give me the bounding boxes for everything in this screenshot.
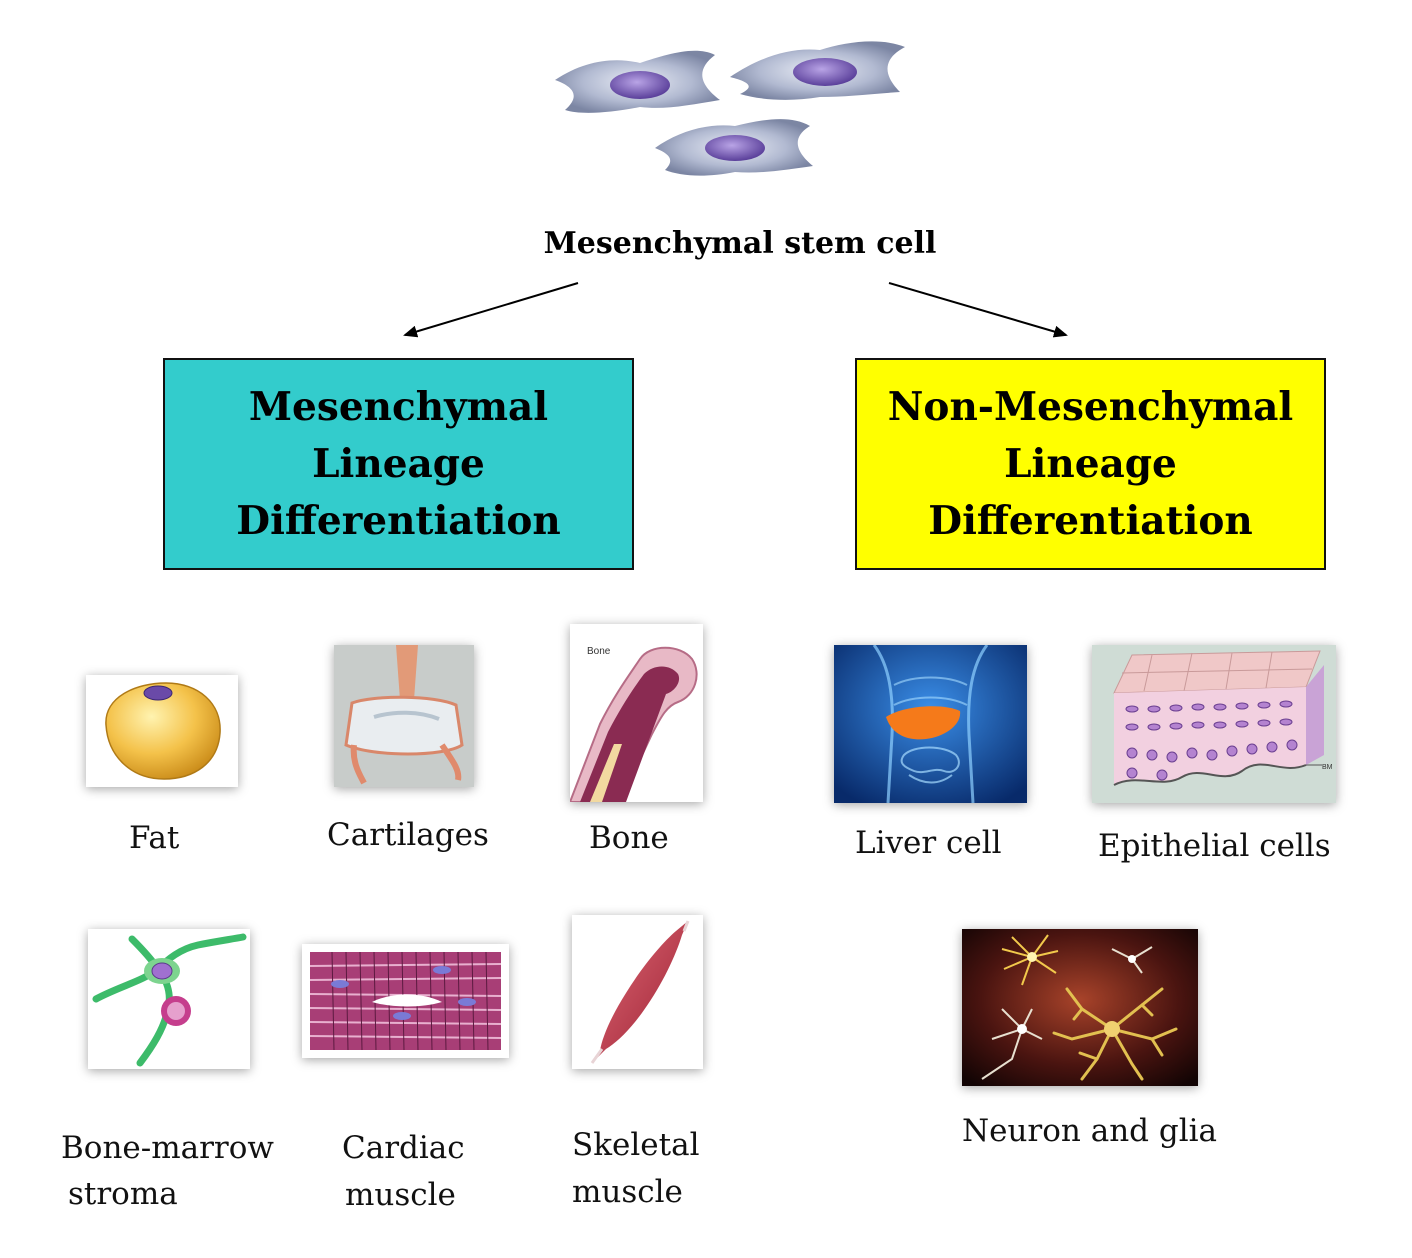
root-label: Mesenchymal stem cell bbox=[543, 226, 937, 261]
stem-cell-1 bbox=[555, 50, 720, 113]
cell-label-bone-marrow-stroma-line2: stroma bbox=[68, 1176, 178, 1212]
cell-label-cardiac-muscle-line2: muscle bbox=[345, 1177, 456, 1213]
cell-label-epithelial: Epithelial cells bbox=[1098, 828, 1331, 864]
cell-label-neuron-glia: Neuron and glia bbox=[962, 1113, 1218, 1149]
cell-label-cartilages: Cartilages bbox=[327, 817, 489, 853]
cell-label-cardiac-muscle-line1: Cardiac bbox=[342, 1130, 465, 1166]
cell-label-liver: Liver cell bbox=[855, 825, 1002, 861]
arrow-to-mesenchymal bbox=[403, 282, 579, 338]
cell-label-bone: Bone bbox=[589, 820, 669, 856]
stem-cell-3 bbox=[655, 119, 813, 176]
stem-cell-2 bbox=[730, 41, 905, 100]
box-title-line: Non-Mesenchymal bbox=[887, 383, 1294, 430]
box-title-line: Differentiation bbox=[236, 497, 561, 544]
non-mesenchymal-lineage-box: Non-Mesenchymal Lineage Differentiation bbox=[855, 358, 1326, 570]
box-title-line: Lineage bbox=[1004, 440, 1177, 487]
cell-label-skeletal-muscle-line1: Skeletal bbox=[572, 1127, 700, 1163]
bone-icon: Bone bbox=[570, 624, 703, 802]
fat-cell-icon bbox=[86, 675, 238, 787]
arrow-to-non-mesenchymal bbox=[888, 282, 1068, 338]
epithelium-icon: BM bbox=[1092, 645, 1336, 803]
box-title-line: Differentiation bbox=[928, 497, 1253, 544]
box-title-line: Mesenchymal bbox=[248, 383, 549, 430]
bone-image-caption: Bone bbox=[587, 646, 611, 657]
cartilage-icon bbox=[334, 645, 474, 787]
stem-cells-illustration bbox=[555, 41, 905, 176]
box-title-line: Lineage bbox=[312, 440, 485, 487]
neuron-glia-icon bbox=[962, 929, 1198, 1086]
cell-label-bone-marrow-stroma-line1: Bone-marrow bbox=[61, 1130, 274, 1166]
liver-icon bbox=[834, 645, 1027, 803]
cell-label-skeletal-muscle-line2: muscle bbox=[572, 1174, 683, 1210]
mesenchymal-lineage-box: Mesenchymal Lineage Differentiation bbox=[163, 358, 634, 570]
bone-marrow-stroma-icon bbox=[88, 929, 250, 1069]
skeletal-muscle-icon bbox=[572, 915, 703, 1069]
cardiac-muscle-icon bbox=[302, 944, 509, 1058]
cell-label-fat: Fat bbox=[129, 820, 180, 856]
epithelium-image-caption: BM bbox=[1322, 764, 1333, 771]
